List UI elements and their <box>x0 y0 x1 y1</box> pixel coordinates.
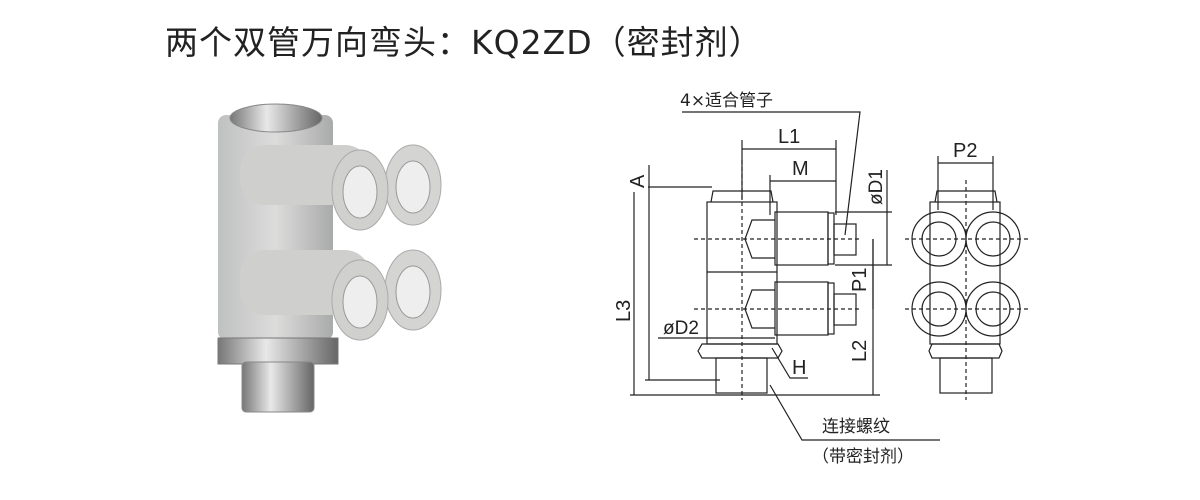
thread-note: 连接螺纹 <box>822 417 890 437</box>
side-view <box>694 160 860 400</box>
dim-d1: øD1 <box>866 169 887 205</box>
thread-note-sub: （带密封剂） <box>812 447 914 467</box>
dim-p2: P2 <box>953 140 977 162</box>
front-view <box>905 156 1028 400</box>
tube-note: 4×适合管子 <box>680 91 773 111</box>
port-pairs <box>240 144 442 341</box>
dim-l1: L1 <box>778 126 800 148</box>
dim-p1: P1 <box>849 268 871 292</box>
dim-l3: L3 <box>613 300 635 322</box>
dim-h: H <box>792 357 806 379</box>
dimension-lines <box>630 111 940 441</box>
page-title: 两个双管万向弯头：KQ2ZD（密封剂） <box>165 23 763 62</box>
dim-d2: øD2 <box>663 318 699 339</box>
dim-l2: L2 <box>849 340 871 362</box>
dim-a: A <box>627 174 649 188</box>
dim-m: M <box>792 158 809 180</box>
